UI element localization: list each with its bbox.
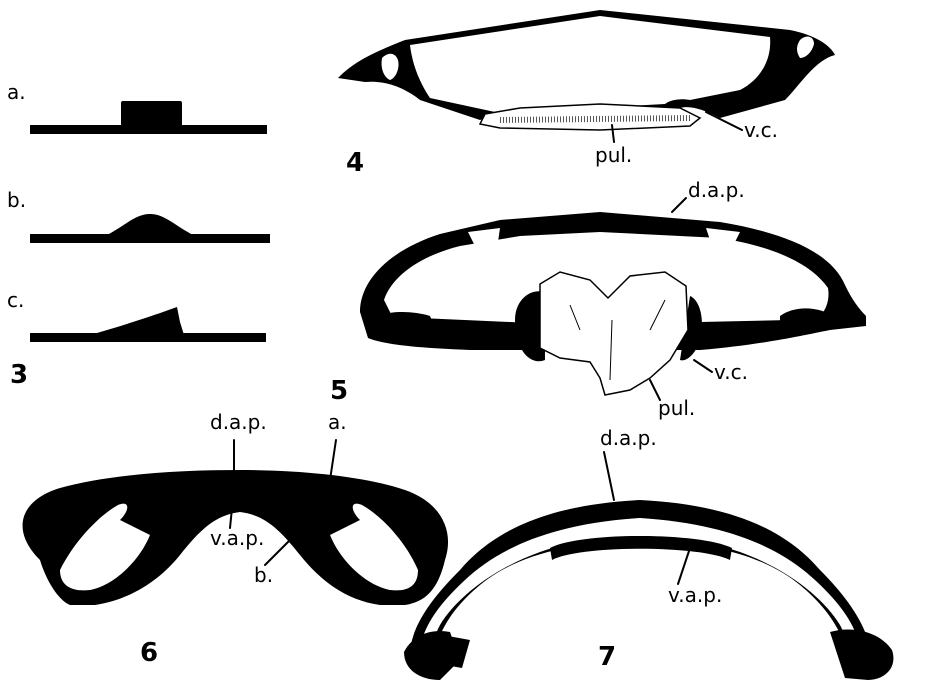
fig6-number: 6 bbox=[140, 640, 158, 666]
fig5-label-vc: v.c. bbox=[714, 362, 748, 382]
fig3-label-c: c. bbox=[7, 290, 24, 310]
fig4-label-pul: pul. bbox=[595, 145, 632, 165]
fig6-label-b: b. bbox=[254, 565, 273, 585]
fig5-label-dap: d.a.p. bbox=[688, 180, 745, 200]
fig4-number: 4 bbox=[346, 150, 364, 176]
fig3-panel-a bbox=[30, 101, 267, 134]
fig3-number: 3 bbox=[10, 362, 28, 388]
fig7-label-vap: v.a.p. bbox=[668, 585, 722, 605]
fig6-label-vap: v.a.p. bbox=[210, 528, 264, 548]
fig5-drawing bbox=[360, 198, 866, 400]
fig3-label-b: b. bbox=[7, 190, 26, 210]
fig5-label-pul: pul. bbox=[658, 398, 695, 418]
fig6-label-dap: d.a.p. bbox=[210, 412, 267, 432]
fig6-drawing bbox=[23, 440, 448, 605]
fig7-drawing bbox=[404, 452, 893, 680]
fig7-label-dap: d.a.p. bbox=[600, 428, 657, 448]
fig7-number: 7 bbox=[598, 644, 616, 670]
fig3-label-a: a. bbox=[7, 82, 26, 102]
fig6-label-a: a. bbox=[328, 412, 347, 432]
fig3-panel-b bbox=[30, 214, 270, 243]
fig3-panel-c bbox=[30, 307, 266, 342]
fig5-number: 5 bbox=[330, 378, 348, 404]
fig4-label-vc: v.c. bbox=[744, 120, 778, 140]
